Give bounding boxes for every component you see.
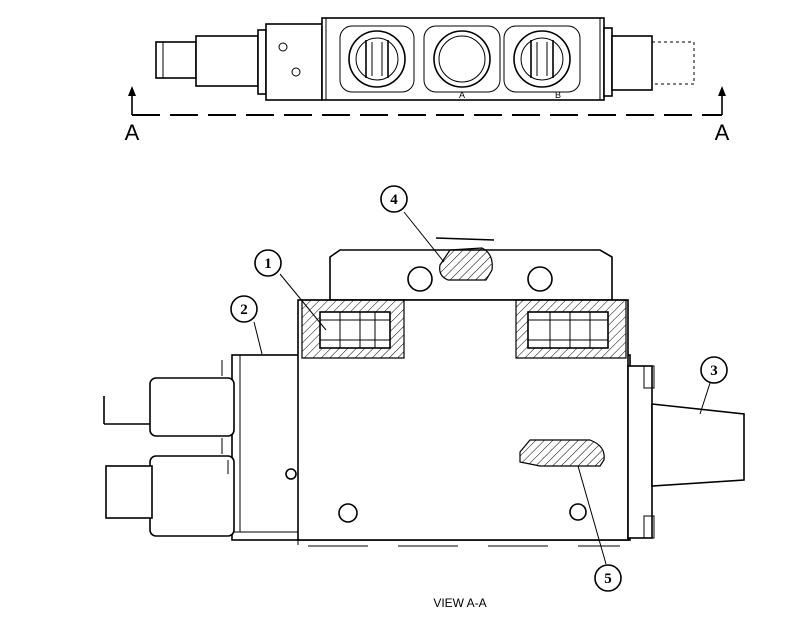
svg-text:2: 2 — [240, 302, 248, 318]
svg-text:3: 3 — [710, 363, 718, 379]
callout-4: 4 — [380, 185, 408, 213]
callout-1: 1 — [254, 249, 282, 277]
port-a-label: A — [459, 90, 465, 100]
port-b-fitting — [503, 25, 581, 93]
section-label-right: A — [715, 120, 730, 145]
port-a-fitting — [339, 25, 415, 93]
section-label-left: A — [125, 120, 140, 145]
top-view — [128, 17, 726, 116]
port-b-label: B — [555, 90, 561, 100]
center-plug — [423, 25, 501, 93]
section-view — [103, 211, 745, 565]
callout-5: 5 — [594, 564, 622, 592]
svg-text:4: 4 — [390, 192, 398, 208]
callout-3: 3 — [700, 356, 728, 384]
svg-text:5: 5 — [604, 571, 612, 587]
view-caption: VIEW A-A — [433, 596, 486, 610]
callout-2: 2 — [230, 295, 258, 323]
svg-text:1: 1 — [264, 256, 272, 272]
